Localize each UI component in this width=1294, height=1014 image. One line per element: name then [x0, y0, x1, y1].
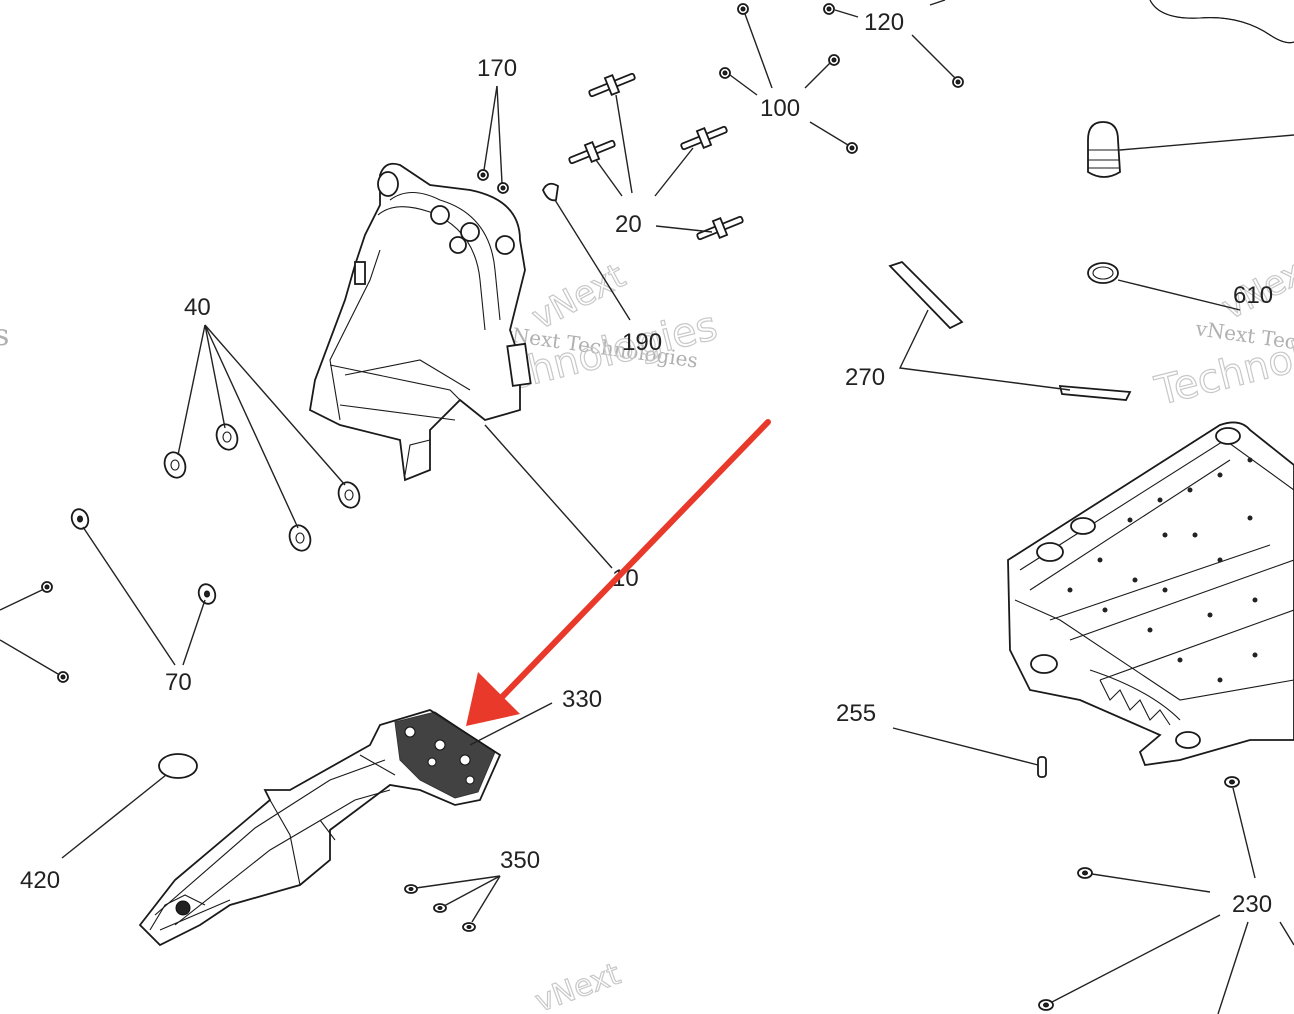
- watermark-vnext-bottom: vNext: [531, 957, 626, 1014]
- watermark-bottom: vNext: [530, 956, 626, 1014]
- callout-120: 120: [864, 9, 904, 36]
- callout-610: 610: [1233, 282, 1273, 309]
- callout-20: 20: [615, 211, 642, 238]
- callout-230: 230: [1232, 891, 1272, 918]
- callout-100: 100: [760, 95, 800, 122]
- cap-part-420: [158, 753, 198, 779]
- callout-255: 255: [836, 700, 876, 727]
- callout-330: 330: [562, 686, 602, 713]
- callout-420: 420: [20, 867, 60, 894]
- washers-part-70: [70, 508, 217, 605]
- watermark-right: vNext Technologies vNext Technologies: [1150, 245, 1294, 415]
- platform-part: [1007, 421, 1294, 766]
- studs-part-20: [568, 72, 744, 241]
- clip-part-190: [542, 182, 559, 202]
- callout-270: 270: [845, 364, 885, 391]
- callout-190: 190: [622, 329, 662, 356]
- nuts-part-170: [477, 169, 509, 194]
- nuts-part-100: [719, 3, 858, 154]
- washers-part-350: [404, 884, 476, 932]
- pin-part-255: [1037, 756, 1047, 778]
- oring-part-610: [1087, 262, 1119, 284]
- strips-part-270: [888, 260, 1132, 401]
- washers-part-40: [163, 423, 361, 552]
- callout-40: 40: [184, 294, 211, 321]
- callout-70: 70: [165, 669, 192, 696]
- highlight-arrow: [466, 419, 771, 726]
- washers-part-230: [1038, 776, 1240, 1011]
- callout-labels: 120 170 100 20 40 190 610 270 10 70 330 …: [20, 9, 1273, 918]
- arm-part-330: [138, 709, 502, 947]
- nuts-left: [41, 581, 69, 683]
- cap-part: [1087, 121, 1121, 178]
- callout-350: 350: [500, 847, 540, 874]
- bracket-part-10: [309, 162, 532, 482]
- callout-170: 170: [477, 55, 517, 82]
- watermark-edge-left: s: [0, 318, 9, 353]
- nuts-part-120: [823, 3, 964, 88]
